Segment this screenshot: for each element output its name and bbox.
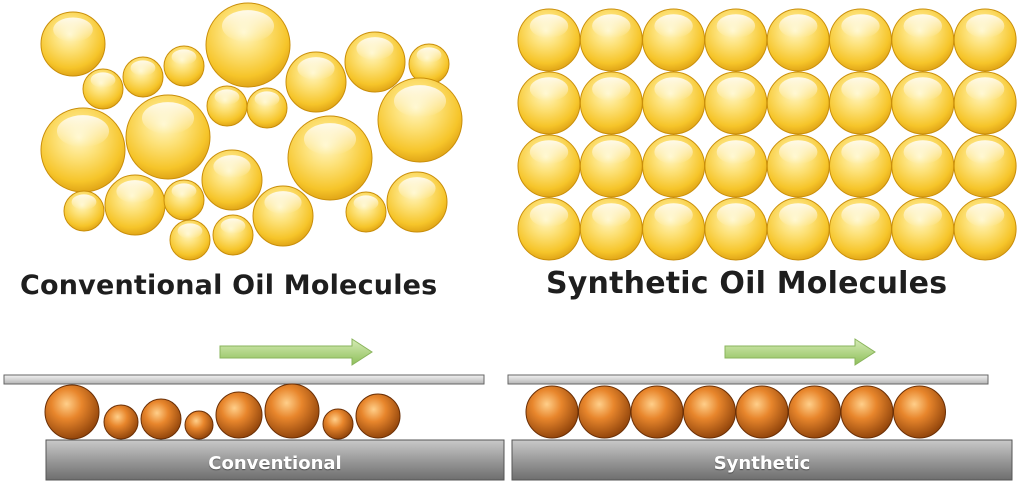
conventional-oil-molecule-highlight [303, 123, 357, 156]
conventional-friction-molecule [140, 398, 182, 440]
conventional-oil-molecule-highlight [214, 89, 240, 105]
synthetic-oil-molecule-highlight [965, 14, 1005, 38]
synthetic-base-plate [511, 439, 1013, 481]
conventional-base-label: Conventional [208, 453, 342, 474]
synthetic-friction-molecule [735, 385, 789, 439]
conventional-friction-molecule [184, 410, 214, 440]
synthetic-oil-molecule-highlight [841, 203, 880, 227]
conventional-oil-molecule-highlight [297, 57, 335, 80]
conventional-oil-molecule-highlight [356, 37, 394, 60]
synthetic-oil-molecule-highlight [529, 77, 569, 101]
conventional-oil-molecule-highlight [220, 218, 246, 234]
conventional-heading: Conventional Oil Molecules [20, 270, 438, 301]
synthetic-oil-molecule-highlight [654, 14, 693, 38]
conventional-friction-molecule [322, 408, 354, 440]
conventional-oil-molecule-highlight [264, 191, 302, 214]
synthetic-friction-molecule [630, 385, 684, 439]
synthetic-oil-molecule-highlight [965, 77, 1005, 101]
synthetic-oil-molecule-highlight [716, 77, 756, 101]
synthetic-oil-molecule-highlight [841, 14, 880, 38]
conventional-oil-molecule-highlight [221, 10, 275, 43]
synthetic-oil-molecule-highlight [778, 203, 818, 227]
conventional-friction-molecule [355, 393, 401, 439]
synthetic-oil-molecule-highlight [965, 203, 1005, 227]
synthetic-oil-molecule-highlight [592, 140, 631, 164]
synthetic-oil-molecule-highlight [592, 203, 631, 227]
synthetic-oil-molecule-highlight [654, 203, 693, 227]
conventional-oil-molecule-highlight [177, 223, 203, 239]
synthetic-friction-molecule [683, 385, 736, 439]
synthetic-oil-molecule-highlight [841, 77, 880, 101]
conventional-molecule-cluster [40, 2, 463, 261]
synthetic-oil-molecule-highlight [592, 77, 631, 101]
synthetic-friction-molecules [525, 385, 946, 439]
synthetic-friction-molecule [578, 385, 631, 439]
conventional-oil-molecule-highlight [393, 85, 447, 118]
conventional-base-plate [45, 439, 505, 481]
conventional-oil-molecule-highlight [254, 91, 280, 107]
conventional-friction-molecule [103, 404, 139, 440]
synthetic-oil-molecule-highlight [778, 140, 818, 164]
conventional-oil-molecule-highlight [213, 155, 251, 178]
synthetic-oil-molecule-highlight [903, 14, 943, 38]
conventional-friction-molecule [264, 383, 320, 439]
synthetic-molecule-grid [517, 8, 1017, 261]
synthetic-top-plate [507, 374, 989, 385]
conventional-oil-molecule-highlight [53, 17, 93, 42]
synthetic-oil-molecule-highlight [778, 77, 818, 101]
conventional-oil-molecule-highlight [353, 195, 379, 211]
synthetic-oil-molecule-highlight [841, 140, 880, 164]
conventional-motion-arrow [219, 338, 373, 366]
conventional-top-plate [3, 374, 485, 385]
synthetic-friction-molecule [840, 385, 894, 439]
synthetic-oil-molecule-highlight [965, 140, 1005, 164]
conventional-oil-molecule-highlight [71, 194, 97, 210]
synthetic-oil-molecule-highlight [716, 14, 756, 38]
synthetic-oil-molecule-highlight [529, 14, 569, 38]
synthetic-oil-molecule-highlight [529, 203, 569, 227]
synthetic-base-label: Synthetic [713, 453, 811, 474]
conventional-oil-molecule-highlight [116, 180, 154, 203]
synthetic-oil-molecule-highlight [716, 140, 756, 164]
synthetic-friction-molecule [893, 385, 946, 439]
synthetic-oil-molecule-highlight [592, 14, 631, 38]
synthetic-friction-molecule [788, 385, 841, 439]
synthetic-motion-arrow [724, 338, 876, 366]
synthetic-oil-molecule-highlight [903, 203, 943, 227]
synthetic-oil-molecule-highlight [654, 77, 693, 101]
conventional-oil-molecule-highlight [171, 49, 197, 65]
conventional-friction-molecule [215, 391, 263, 439]
conventional-friction-molecules [44, 383, 401, 440]
conventional-oil-molecule-highlight [56, 115, 110, 148]
conventional-oil-molecule-highlight [141, 102, 195, 135]
synthetic-oil-molecule-highlight [716, 203, 756, 227]
synthetic-oil-molecule-highlight [778, 14, 818, 38]
synthetic-oil-molecule-highlight [903, 77, 943, 101]
conventional-oil-molecule-highlight [171, 183, 197, 199]
conventional-oil-molecule-highlight [130, 60, 156, 76]
conventional-oil-molecule-highlight [90, 72, 116, 88]
conventional-oil-molecule-highlight [398, 177, 436, 200]
synthetic-oil-molecule-highlight [903, 140, 943, 164]
conventional-oil-molecule-highlight [416, 47, 442, 63]
synthetic-oil-molecule-highlight [654, 140, 693, 164]
synthetic-oil-molecule-highlight [529, 140, 569, 164]
conventional-friction-molecule [44, 384, 100, 440]
synthetic-heading: Synthetic Oil Molecules [546, 266, 948, 301]
synthetic-friction-molecule [525, 385, 579, 439]
